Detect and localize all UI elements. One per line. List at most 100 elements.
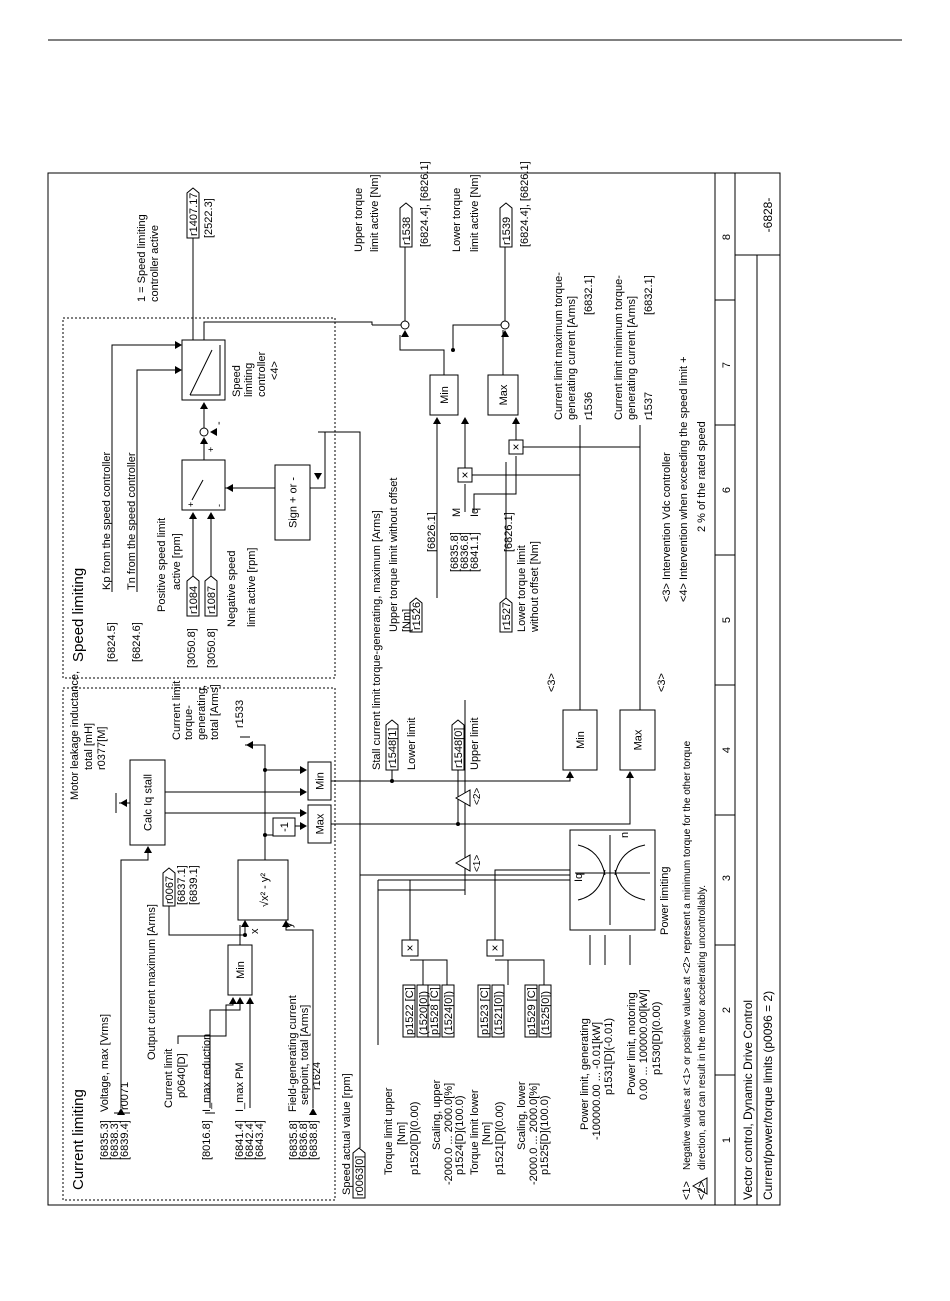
label: Output current maximum [Arms] [146,904,158,1060]
column-number: 1 [721,1137,733,1143]
param-r1527 [499,597,513,633]
summing-point [400,320,410,330]
label: Current limit [163,1049,175,1108]
min-box-stall-label: Min [314,772,326,790]
signal-line [190,345,221,396]
cross-reference: [6832.1] [643,275,655,315]
power-curve [577,844,646,901]
label: Speed actual value [rpm] [341,1073,353,1195]
label: Upper limit [469,717,481,770]
label: Upper torque [353,188,365,252]
arrow-head [175,341,182,349]
cross-reference: [6824.4], [6826.1] [519,161,531,247]
torque-current-label: torque- [183,705,195,740]
torque-current-label: total [Arms] [209,684,221,740]
note-tag: <3> [656,673,668,692]
cross-reference: [3050.8] [206,628,218,668]
parameter: r1533 [234,700,246,728]
arrow-head [626,771,634,778]
label: -2000.0 ... 2000.0[%] [528,1083,540,1185]
signal-line [285,925,314,1108]
label: <3> Intervention Vdc controller [661,452,673,602]
sign-box [274,464,311,541]
label: Power limit, motoring [626,992,638,1095]
signal-source-box [538,984,552,1038]
arrow-head [120,799,127,807]
max-box-vdc [619,709,656,771]
parameter: p1531[D](-0.01) [603,1018,615,1095]
label: [Nm] [401,609,413,632]
label: I_max reduction [201,1034,213,1112]
param-r1087-label: r1087 [206,586,218,614]
arrow-head [246,997,254,1004]
arrow-head [401,330,409,337]
label: Scaling, upper [431,1079,443,1150]
label: Torque limit lower [469,1089,481,1175]
arrow-head [229,997,237,1004]
warning-icon-footnote [691,1177,708,1195]
parameter: r0377[M] [96,727,108,770]
parameter: r0071 [119,1082,131,1110]
arrow-head [226,484,233,492]
arrow-head [300,822,307,830]
parameter: r1536 [583,392,595,420]
footnote: Negative values at <1> or positive value… [682,740,693,1170]
max-box-torque-label: Max [498,384,510,405]
signal-source-box [491,984,505,1038]
label: 2 % of the rated speed [696,421,708,532]
signal-source: p1529 [C] [526,987,538,1035]
arrow-head [300,809,307,817]
plus-sign: + [186,502,196,507]
signal-line [473,456,517,512]
param-r0067 [162,867,176,907]
cross-reference: [6832.1] [583,275,595,315]
cross-reference: [6841.1] [469,532,481,572]
negate-box [272,817,296,837]
label: Lower torque [451,188,463,252]
param-r1539-label: r1539 [501,217,513,245]
sign-box-label: Sign + or - [287,477,299,528]
controller-label: <4> [269,361,281,380]
signal-source-box [441,984,455,1038]
arrow-head [461,417,469,424]
max-box-torque [487,374,519,416]
cross-reference: [6839.1] [188,865,200,905]
signal-source: (1525[0]) [540,991,552,1035]
param-r1526-label: r1526 [411,602,423,630]
signal-source-box [524,984,538,1038]
cross-reference: [6838.8] [308,1120,320,1160]
controller-label: controller [256,351,268,397]
cross-reference: [6835.8] [449,532,461,572]
signal-line [331,775,571,782]
current-limiting-group [62,687,336,1201]
signal-line [120,853,149,1108]
power-iq-label: Iq [573,873,585,882]
column-number: 8 [721,234,733,240]
label: active [rpm] [171,533,183,590]
param-r1407-17-label: r1407.17 [188,193,200,236]
label: Lower torque limit [516,545,528,632]
arrow-head [282,920,290,927]
label: 1 = Speed limiting [136,214,148,302]
parameter: p1524[D](100.0) [454,1096,466,1176]
min-box-torque-label: Min [439,386,451,404]
signal-source: (1524[0]) [443,991,455,1035]
parameter: p1520[D](0.00) [409,1102,421,1175]
label: Motor leakage inductance, [69,671,81,800]
note-tag: <1> [681,1181,693,1200]
sqrt-box-label: √x² - y² [259,873,271,907]
arrow-head [566,771,574,778]
column-number: 7 [721,362,733,368]
arrow-head [200,437,208,444]
label: Scaling, lower [516,1081,528,1150]
label: Power limiting [659,867,671,935]
cross-reference: [6842.4] [244,1120,256,1160]
label: limit active [rpm] [246,548,258,627]
param-r1548-0 [451,719,465,771]
signal-line [189,349,213,396]
signal-line [245,744,266,760]
cross-reference: [6824.6] [131,622,143,662]
min-box-label: Min [235,961,247,979]
arrow-head [309,1108,317,1115]
signal-line [168,906,245,936]
